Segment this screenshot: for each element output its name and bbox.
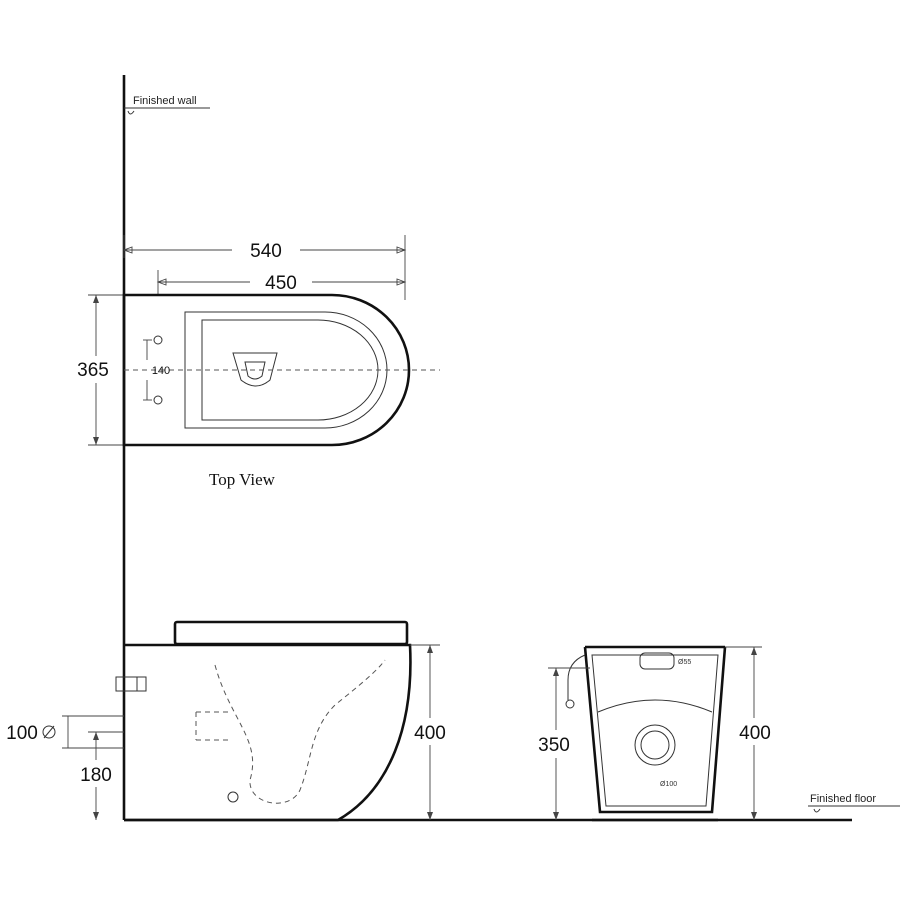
small-note-1: Ø55 — [678, 659, 691, 666]
dim-inlet-height: 350 — [538, 735, 570, 756]
fixing-bolt-lower — [153, 395, 163, 405]
front-view-inlet — [639, 652, 675, 670]
finished-wall-label: Finished wall — [133, 95, 197, 107]
side-view-seat — [173, 620, 409, 646]
dim-bolt-spacing: 140 — [152, 365, 170, 377]
finished-wall-marker — [127, 110, 135, 115]
finished-floor-marker — [813, 808, 821, 813]
top-view-bowl-rim — [184, 311, 388, 429]
front-view-inner — [591, 654, 719, 807]
dim-outlet-height: 180 — [80, 765, 112, 786]
dim-front-height: 400 — [739, 723, 771, 744]
side-view-outlet-hole — [227, 791, 239, 803]
dim-side-height: 400 — [414, 723, 446, 744]
top-view-outlet — [232, 352, 278, 387]
side-view-body — [124, 643, 412, 822]
top-view: 540 450 365 140 Top View — [77, 235, 440, 489]
finished-floor-label: Finished floor — [810, 793, 876, 805]
top-view-outline — [122, 293, 411, 447]
side-view-inlet-connector — [115, 676, 147, 692]
fixing-bolt-upper — [153, 335, 163, 345]
dim-bowl-length: 450 — [265, 273, 297, 294]
top-view-bowl-inner — [201, 319, 379, 421]
dim-outlet-diameter: 100 — [6, 723, 38, 744]
side-view-trap — [214, 659, 386, 804]
front-view-outlet — [634, 724, 676, 766]
dim-overall-length: 540 — [250, 241, 282, 262]
small-note-2: Ø100 — [660, 781, 677, 788]
front-view-side-inlet — [567, 654, 586, 700]
top-view-caption: Top View — [209, 470, 276, 489]
dim-width: 365 — [77, 360, 109, 381]
front-view-body — [583, 646, 727, 814]
front-view: Ø55 Ø100 350 400 — [538, 645, 771, 822]
side-view: 400 100 180 — [6, 620, 446, 822]
